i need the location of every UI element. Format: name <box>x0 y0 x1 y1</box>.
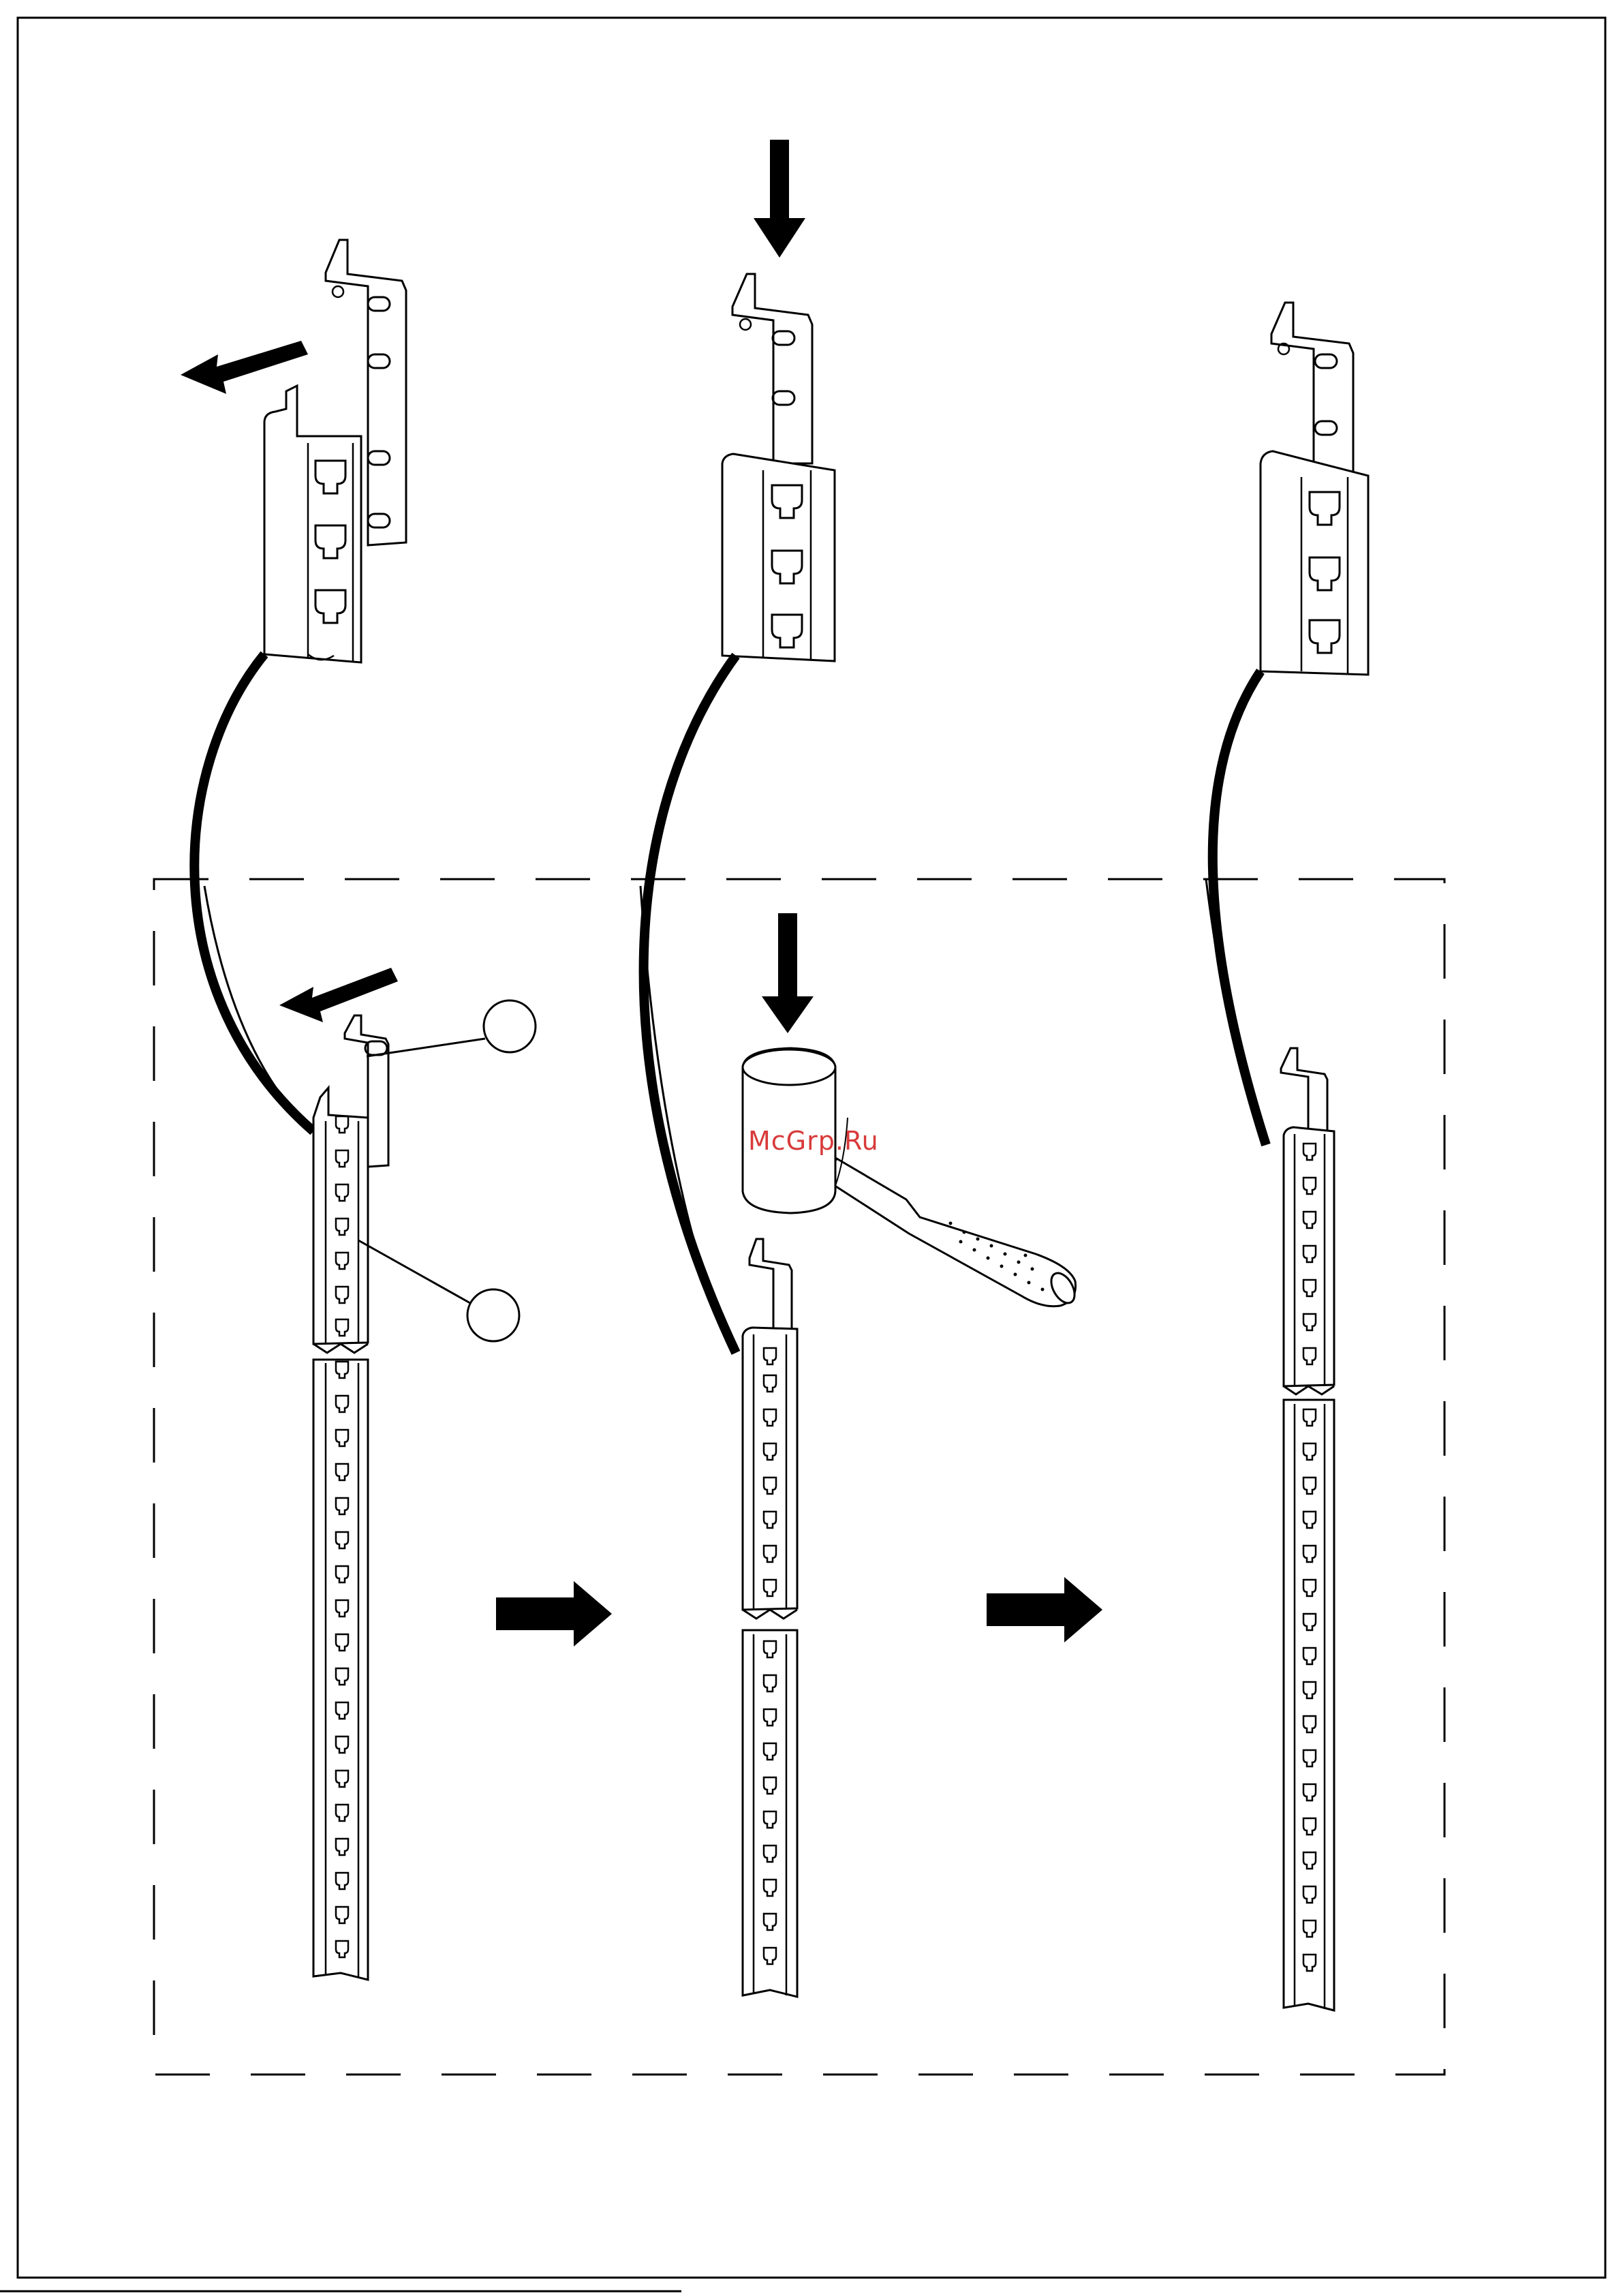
arrow-down-icon <box>754 140 805 258</box>
arrow-right-icon <box>496 1581 612 1647</box>
leader-curve-3 <box>1213 671 1266 1145</box>
arrow-left-icon <box>181 341 308 394</box>
step1-closeup <box>181 240 406 662</box>
step3-closeup <box>1261 303 1368 675</box>
callout-circle-a <box>484 1000 536 1052</box>
watermark-text: McGrp.Ru <box>748 1126 879 1156</box>
detail-upright-1 <box>279 968 536 1980</box>
mallet-icon <box>743 1048 1079 1307</box>
detail-upright-3 <box>1281 1048 1334 2010</box>
arrow-left-icon <box>279 968 398 1022</box>
arrow-right-icon <box>987 1577 1102 1642</box>
leader-curve-1 <box>194 654 313 1131</box>
detail-upright-2 <box>743 913 1079 1997</box>
arrow-down-icon <box>762 913 814 1033</box>
step2-closeup <box>722 140 835 661</box>
leader-curve-2 <box>644 656 736 1353</box>
callout-circle-b <box>467 1289 519 1341</box>
